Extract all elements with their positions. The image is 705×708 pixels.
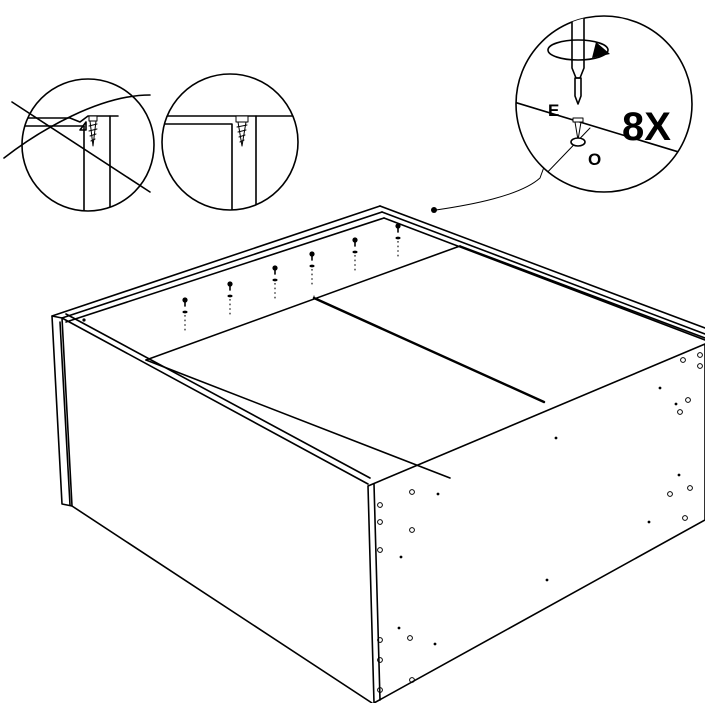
- callout-letter-e: E: [548, 101, 559, 120]
- screw-icon: [570, 117, 586, 147]
- screw-5: [352, 237, 358, 272]
- screw-1: [182, 297, 188, 332]
- back-panel-bottom: [145, 245, 461, 361]
- detail-screwdriver-callout: E O 8X: [515, 15, 693, 193]
- cross-out-mark: [11, 101, 151, 193]
- front-bottom-edge: [71, 505, 373, 704]
- right-side-panel: [367, 343, 705, 704]
- screw-row: [182, 223, 401, 332]
- callout-letter-o: O: [588, 150, 601, 169]
- detail-correct-insertion: [161, 73, 299, 211]
- screw-icon: [88, 115, 98, 147]
- screwdriver-icon: [571, 16, 585, 105]
- screw-6: [395, 223, 401, 258]
- floor-seam: [312, 296, 546, 404]
- screw-4: [309, 251, 315, 286]
- rotate-clockwise-icon: [547, 39, 610, 61]
- cabinet-frame: [51, 205, 705, 704]
- top-rim-back: [379, 205, 705, 329]
- quantity-label: 8X: [622, 105, 671, 149]
- screw-icon: [235, 115, 249, 147]
- screw-2: [227, 281, 233, 316]
- detail-wrong-insertion: [3, 78, 155, 212]
- top-rim-front: [61, 317, 369, 485]
- top-rim-left: [51, 205, 381, 317]
- right-panel-holes: [377, 352, 703, 693]
- screw-3: [272, 265, 278, 300]
